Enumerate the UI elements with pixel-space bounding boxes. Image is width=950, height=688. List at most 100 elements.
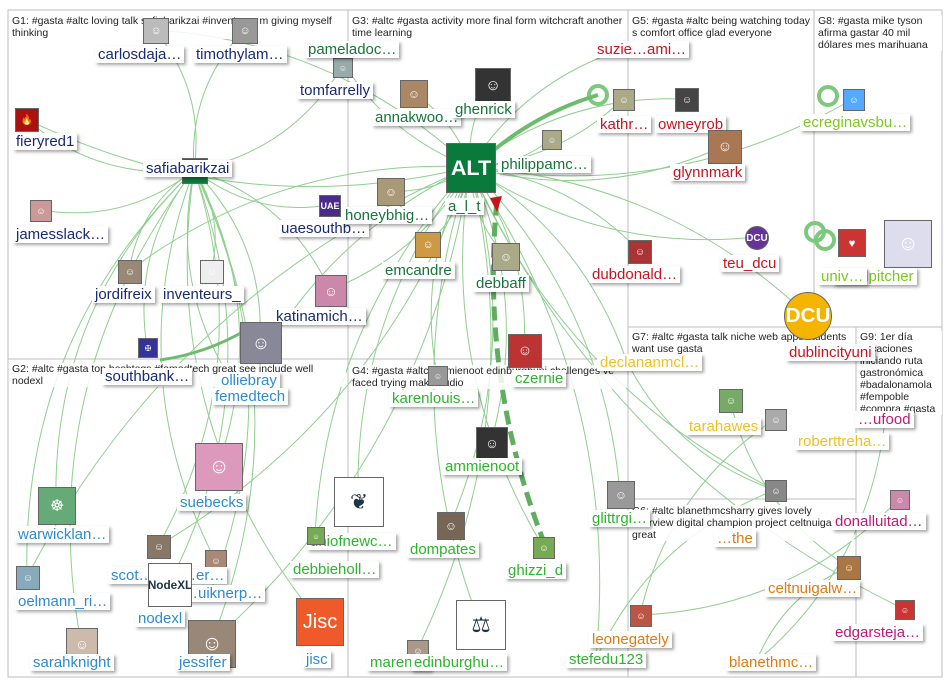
node-label[interactable]: glittrgi… bbox=[589, 510, 651, 527]
uae-logo-icon: UAE bbox=[319, 195, 341, 217]
node-label[interactable]: celtnuigalw… bbox=[765, 580, 861, 597]
group-label-g6: G6: #altc blanethmcsharry gives lovely o… bbox=[632, 505, 854, 541]
edge bbox=[193, 169, 241, 467]
node-label[interactable]: jisc bbox=[303, 651, 331, 668]
node-label[interactable]: teu_dcu bbox=[720, 255, 780, 272]
node-label[interactable]: jordifreix bbox=[92, 286, 155, 303]
node-label[interactable]: ghenrick bbox=[452, 101, 515, 118]
node-label[interactable]: emcandre bbox=[382, 262, 455, 279]
user-avatar-icon: ☺ bbox=[240, 322, 282, 364]
node-label[interactable]: leonegately bbox=[589, 631, 672, 648]
node-label[interactable]: uniofnewc… bbox=[307, 533, 396, 550]
group-label-g8: G8: #gasta mike tyson afirma gastar 40 m… bbox=[818, 15, 942, 51]
user-avatar-icon: ☺ bbox=[884, 220, 932, 268]
edge bbox=[755, 418, 886, 663]
flame-logo-icon: 🔥 bbox=[15, 108, 39, 132]
node-label[interactable]: ghizzi_d bbox=[505, 562, 567, 579]
node-label[interactable]: czernie bbox=[512, 370, 567, 387]
user-avatar-icon: ☺ bbox=[628, 240, 652, 264]
node-label[interactable]: olliebray bbox=[218, 372, 280, 389]
node-label[interactable]: univ… bbox=[818, 268, 867, 285]
node-label[interactable]: fieryred1 bbox=[13, 133, 78, 150]
dcu-logo-icon: DCU bbox=[784, 292, 832, 340]
node-label[interactable]: carlosdaja… bbox=[95, 46, 185, 63]
node-label[interactable]: ecreginavsbu… bbox=[800, 114, 911, 131]
node-label[interactable]: tarahawes bbox=[686, 418, 762, 435]
user-avatar-icon: ☺ bbox=[428, 366, 448, 386]
node-label[interactable]: southbank… bbox=[102, 368, 193, 385]
node-label[interactable]: owneyrob bbox=[655, 116, 727, 133]
edge bbox=[69, 169, 195, 644]
edinburgh-crest-logo-icon: ⚖ bbox=[456, 600, 506, 650]
node-label[interactable]: …the bbox=[714, 530, 756, 547]
user-avatar-icon: ☺ bbox=[542, 130, 562, 150]
edge bbox=[26, 169, 195, 578]
node-label[interactable]: a_l_t bbox=[445, 198, 484, 215]
edge bbox=[469, 166, 507, 443]
node-label[interactable]: donalluitad… bbox=[832, 513, 926, 530]
node-label[interactable]: jamesslack… bbox=[13, 226, 109, 243]
edge bbox=[193, 169, 330, 208]
ferris-wheel-photo-icon: ☸ bbox=[38, 487, 76, 525]
node-label[interactable]: suebecks bbox=[177, 494, 247, 511]
user-avatar-icon: ☺ bbox=[492, 243, 520, 271]
node-label[interactable]: femedtech bbox=[212, 388, 289, 405]
node-label[interactable]: edinburghu… bbox=[411, 654, 508, 671]
dcu-logo-icon: DCU bbox=[745, 226, 769, 250]
edge bbox=[595, 489, 776, 660]
node-label[interactable]: roberttreha… bbox=[795, 433, 890, 450]
node-label[interactable]: honeybhig… bbox=[342, 207, 433, 224]
node-label[interactable]: katinamich… bbox=[273, 308, 366, 325]
user-avatar-icon: ☺ bbox=[533, 537, 555, 559]
node-label[interactable]: glynnmark bbox=[670, 164, 746, 181]
node-label[interactable]: debbaff bbox=[473, 275, 529, 292]
node-label[interactable]: declananmcl… bbox=[597, 354, 703, 371]
node-label[interactable]: dompates bbox=[407, 541, 479, 558]
user-avatar-icon: ☺ bbox=[895, 600, 915, 620]
edge bbox=[469, 166, 628, 363]
nodexl-logo-icon: NodeXL bbox=[148, 563, 192, 607]
edge bbox=[25, 118, 471, 188]
university-crest-logo-icon: ❦ bbox=[334, 477, 384, 527]
edge bbox=[128, 165, 471, 272]
node-label[interactable]: edgarsteja… bbox=[832, 624, 924, 641]
node-label[interactable]: timothylam… bbox=[193, 46, 287, 63]
edge-arrow-head bbox=[490, 196, 502, 212]
node-label[interactable]: nodexl bbox=[135, 610, 186, 627]
user-avatar-icon: ☺ bbox=[307, 527, 325, 545]
node-label[interactable]: sarahknight bbox=[30, 654, 114, 671]
edge bbox=[154, 29, 197, 171]
user-avatar-icon: ☺ bbox=[765, 409, 787, 431]
node-label[interactable]: oelmann_ri… bbox=[15, 593, 111, 610]
node-label[interactable]: tomfarrelly bbox=[297, 82, 374, 99]
node-label[interactable]: safiabarikzai bbox=[143, 160, 233, 177]
user-avatar-icon: ☺ bbox=[675, 88, 699, 112]
node-label[interactable]: jessifer bbox=[176, 654, 230, 671]
alt-logo-icon: ALT bbox=[446, 143, 496, 193]
edge bbox=[314, 166, 471, 536]
node-label[interactable]: dubdonald… bbox=[589, 266, 681, 283]
user-avatar-icon: ☺ bbox=[315, 275, 347, 307]
user-avatar-icon: ☺ bbox=[630, 605, 652, 627]
node-label[interactable]: …ufood bbox=[855, 411, 914, 428]
node-label[interactable]: pameladoc… bbox=[305, 41, 400, 58]
node-label[interactable]: suzie…ami… bbox=[594, 41, 690, 58]
user-avatar-icon: ☺ bbox=[118, 260, 142, 284]
user-avatar-icon: ☺ bbox=[377, 178, 405, 206]
node-label[interactable]: karenlouis… bbox=[389, 390, 479, 407]
edge bbox=[193, 169, 261, 343]
node-label[interactable]: philippamc… bbox=[498, 156, 591, 173]
node-label[interactable]: stefedu123 bbox=[566, 651, 647, 668]
node-label[interactable]: uaesouthb… bbox=[278, 220, 370, 237]
node-label[interactable]: dublincityuni bbox=[786, 344, 875, 361]
node-label[interactable]: kathr… bbox=[597, 116, 652, 133]
node-label[interactable]: blanethmc… bbox=[726, 654, 817, 671]
node-label[interactable]: annakwoo… bbox=[372, 109, 462, 126]
node-label[interactable]: ammienoot bbox=[442, 458, 523, 475]
node-label[interactable]: inventeurs_ bbox=[160, 286, 244, 303]
edge bbox=[626, 361, 776, 491]
node-label[interactable]: debbieholl… bbox=[290, 561, 380, 578]
node-label[interactable]: warwicklan… bbox=[15, 526, 110, 543]
node-label[interactable]: scot… bbox=[108, 567, 157, 584]
node-label[interactable]: …uiknerp… bbox=[180, 585, 266, 602]
